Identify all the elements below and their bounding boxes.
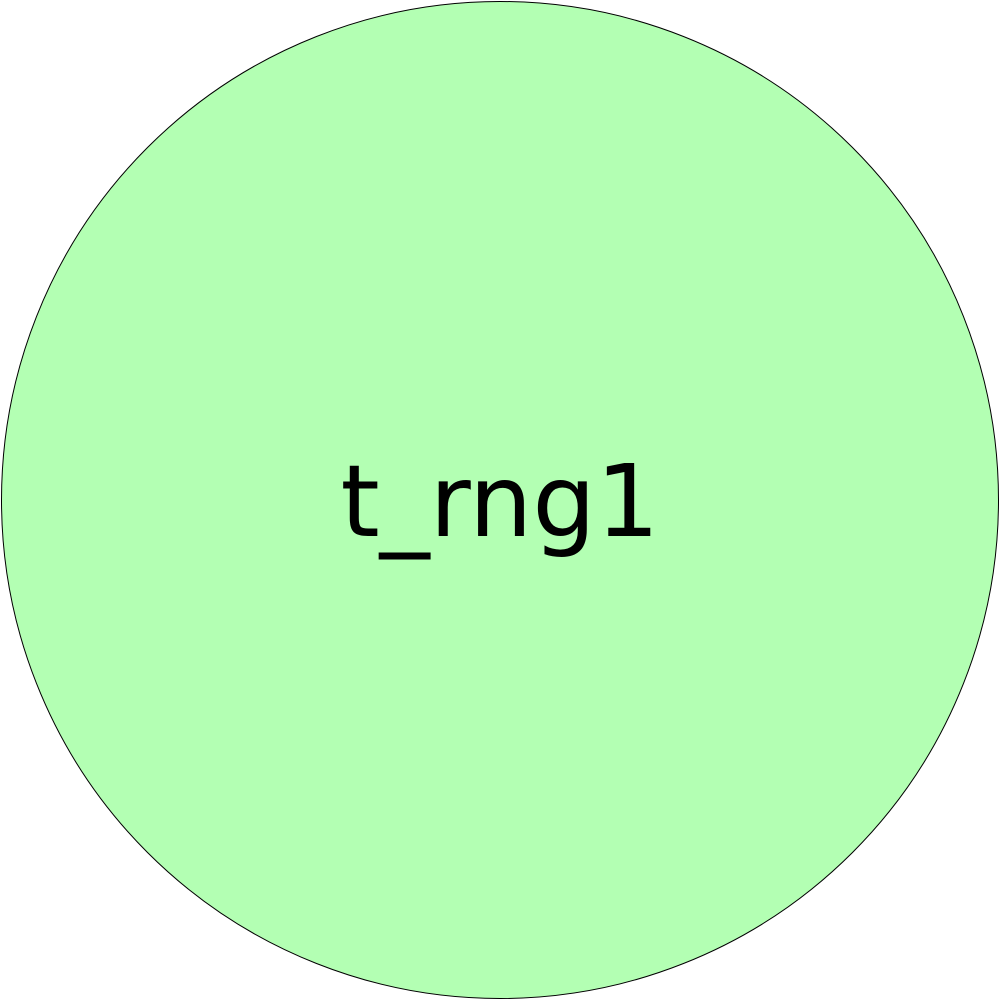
node-label: t_rng1 xyxy=(340,443,660,560)
